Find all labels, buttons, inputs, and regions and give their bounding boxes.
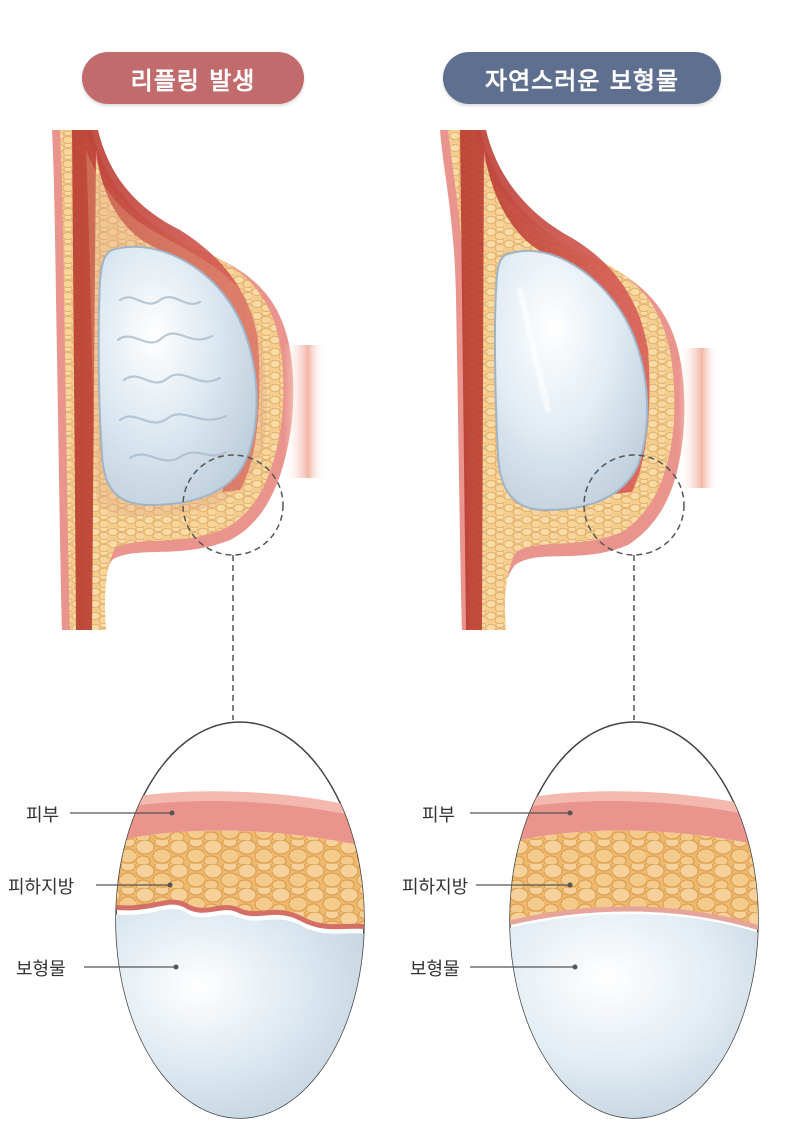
rippling-title-badge: 리플링 발생 [82, 52, 304, 104]
natural-title-badge: 자연스러운 보형물 [443, 52, 721, 104]
label-skin-right: 피부 [422, 805, 456, 826]
label-implant-left: 보형물 [16, 959, 66, 980]
label-fat-left: 피하지방 [8, 877, 75, 898]
natural-magnified-view [470, 721, 759, 1119]
label-skin-left: 피부 [26, 805, 60, 826]
label-fat-right: 피하지방 [402, 877, 469, 898]
natural-breast-cross-section [440, 130, 718, 720]
rippling-magnified-view [70, 721, 365, 1119]
label-implant-right: 보형물 [410, 959, 460, 980]
rippling-breast-cross-section [52, 130, 324, 720]
